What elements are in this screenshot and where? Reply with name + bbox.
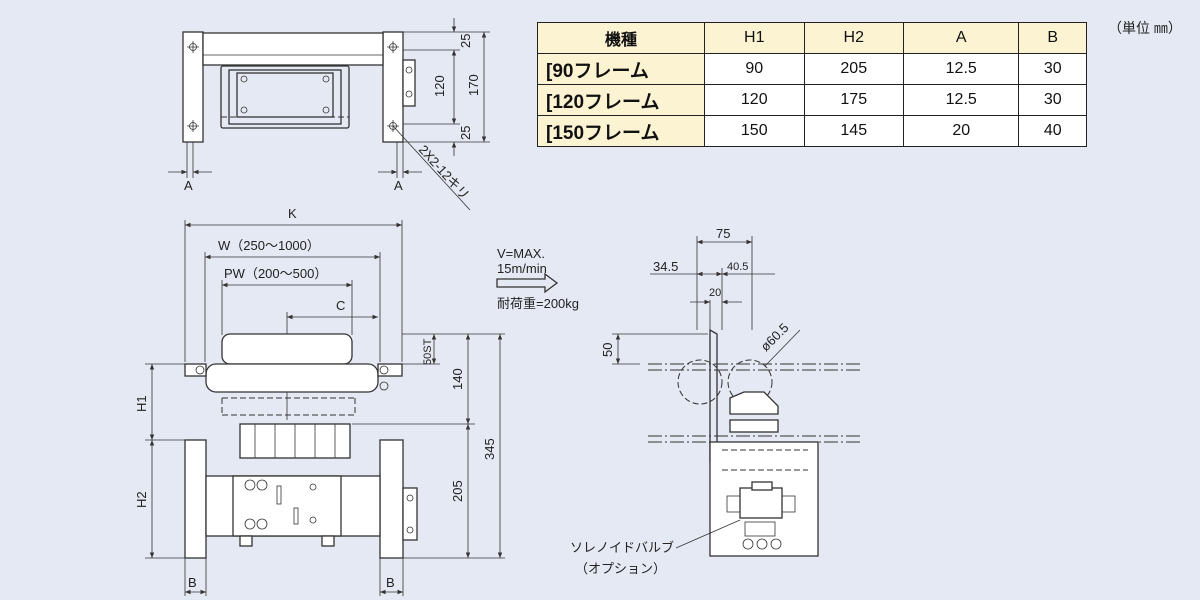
dim-140: 140 <box>450 368 465 390</box>
bolt-hole-icon <box>187 41 399 132</box>
row-h2: 145 <box>803 115 904 147</box>
row-a: 12.5 <box>902 53 1020 85</box>
right-frame-post <box>379 439 404 559</box>
row-model: [150フレーム <box>537 115 705 147</box>
dim-40-5: 40.5 <box>727 261 748 273</box>
row-model: [90フレーム <box>537 53 705 85</box>
dim-25-bottom: 25 <box>458 126 473 140</box>
header-h2: H2 <box>803 22 904 54</box>
dim-50st: 50ST <box>422 338 434 365</box>
dim-h1: H1 <box>134 395 149 412</box>
front-carriage-top <box>221 333 353 365</box>
top-beam <box>202 32 384 66</box>
front-carriage <box>205 363 379 393</box>
dim-h2: H2 <box>134 491 149 508</box>
hole-note: 2X2-12キリ <box>416 142 473 203</box>
dim-120: 120 <box>432 75 447 97</box>
table-row: [90フレーム 90 205 12.5 30 <box>537 53 1087 85</box>
valve-label: ソレノイドバルブ <box>570 540 674 555</box>
cam-follower-icon <box>729 391 779 415</box>
row-b: 30 <box>1018 84 1087 116</box>
row-h1: 90 <box>704 53 805 85</box>
row-h1: 120 <box>704 84 805 116</box>
load-text: 耐荷重=200kg <box>497 296 579 311</box>
label-b-right: B <box>386 575 395 590</box>
dim-170: 170 <box>466 74 481 96</box>
side-view: 75 34.5 40.5 20 50 <box>570 226 860 576</box>
front-view: K W（250～1000） PW（200～500） C <box>134 206 505 596</box>
row-h2: 175 <box>803 84 904 116</box>
dim-c: C <box>336 298 345 313</box>
top-carriage <box>220 65 350 129</box>
label-b-left: B <box>188 575 197 590</box>
row-b: 40 <box>1018 115 1087 147</box>
dim-205: 205 <box>450 480 465 502</box>
dim-20: 20 <box>709 287 721 299</box>
header-b: B <box>1018 22 1087 54</box>
spec-table-header: 機種 H1 H2 A B <box>537 22 1087 54</box>
row-a: 20 <box>902 115 1020 147</box>
header-h1: H1 <box>704 22 805 54</box>
left-bracket <box>184 363 207 377</box>
valve-block <box>232 475 342 537</box>
dim-w: W（250～1000） <box>218 238 320 253</box>
row-h1: 150 <box>704 115 805 147</box>
row-b: 30 <box>1018 53 1087 85</box>
table-row: [120フレーム 120 175 12.5 30 <box>537 84 1087 116</box>
speed-line1: V=MAX. <box>497 246 545 261</box>
row-h2: 205 <box>803 53 904 85</box>
row-a: 12.5 <box>902 84 1020 116</box>
unit-note: （単位 ㎜） <box>1108 20 1182 36</box>
table-row: [150フレーム 150 145 20 40 <box>537 115 1087 147</box>
valve-note: （オプション） <box>575 561 666 576</box>
left-frame-post <box>184 439 207 559</box>
speed-line2: 15m/min <box>497 261 547 276</box>
dim-34-5: 34.5 <box>653 259 678 274</box>
dim-25-top: 25 <box>458 34 473 48</box>
pipe-right-icon <box>727 359 773 405</box>
dim-dia: ø60.5 <box>758 320 792 354</box>
spec-table: 機種 H1 H2 A B [90フレーム 90 205 12.5 30 [120… <box>537 22 1087 147</box>
label-a-left: A <box>184 178 193 193</box>
right-bracket <box>377 363 403 377</box>
pipe-left-icon <box>677 359 723 405</box>
spec-note: V=MAX. 15m/min 耐荷重=200kg <box>496 246 579 311</box>
dim-pw: PW（200～500） <box>224 266 327 281</box>
dim-50: 50 <box>600 343 615 357</box>
solenoid-valve-icon <box>739 487 783 519</box>
header-a: A <box>902 22 1020 54</box>
dim-345: 345 <box>482 438 497 460</box>
plate-screw-icon <box>240 75 330 114</box>
dim-k: K <box>288 206 297 221</box>
top-view: 25 120 25 170 2X2-12キリ A A <box>168 18 490 211</box>
label-a-right: A <box>394 178 403 193</box>
direction-arrow-icon <box>496 272 559 294</box>
row-model: [120フレーム <box>537 84 705 116</box>
dim-75: 75 <box>716 226 730 241</box>
fitting-icon <box>244 479 317 530</box>
side-valve-icon <box>402 487 418 541</box>
